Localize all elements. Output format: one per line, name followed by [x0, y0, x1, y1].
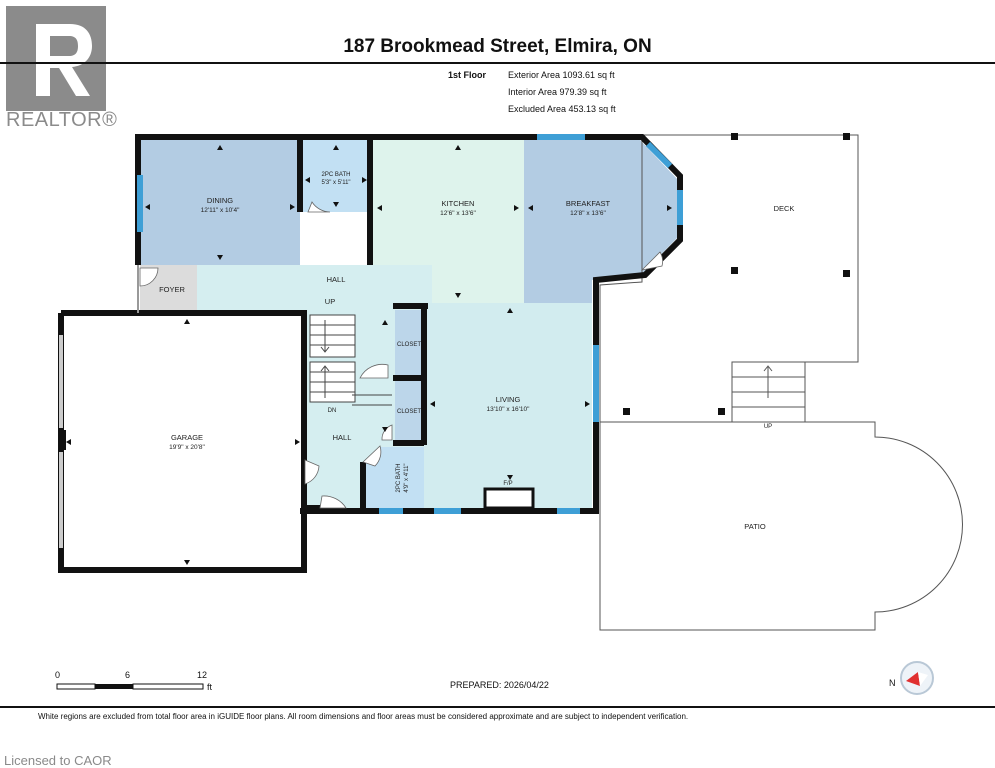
header-rule	[0, 62, 995, 64]
scale-labels: 0 6 12 ft	[55, 670, 220, 692]
doors	[139, 201, 663, 509]
kitchen-label: KITCHEN	[442, 199, 475, 208]
prepared-date: PREPARED: 2026/04/22	[450, 680, 549, 690]
dining-fill	[140, 140, 300, 265]
realtor-r-icon	[6, 6, 106, 111]
breakfast-dims: 12'8" x 13'6"	[570, 210, 606, 217]
footer-rule	[0, 706, 995, 708]
scale-label-0: 0	[55, 670, 61, 680]
living-dims: 13'10" x 16'10"	[487, 406, 531, 413]
compass-letter: N	[889, 678, 896, 688]
fireplace	[483, 487, 535, 510]
living-fill	[424, 303, 592, 508]
dining-dims: 12'11" x 10'4"	[201, 207, 240, 214]
bath1-dims: 5'3" x 5'11"	[321, 180, 350, 186]
closet2-label: CLOSET	[397, 409, 421, 415]
garage-label: GARAGE	[171, 433, 203, 442]
closet1-label: CLOSET	[397, 342, 421, 348]
hall-upper-fill	[140, 265, 432, 313]
up-upper-label: UP	[325, 297, 335, 306]
deck-posts	[623, 133, 850, 415]
dn-label: DN	[328, 408, 337, 414]
closet1-fill	[395, 310, 423, 376]
interior-stairs	[309, 314, 392, 406]
exterior-area: Exterior Area 1093.61 sq ft	[508, 70, 615, 80]
hall-upper-label: HALL	[327, 275, 346, 284]
garage-dims: 19'9" x 20'8"	[169, 444, 205, 451]
deck-stairs	[731, 361, 806, 423]
closet2-fill	[395, 380, 423, 440]
license-text: Licensed to CAOR	[4, 753, 112, 768]
deck-label: DECK	[774, 204, 795, 213]
fireplace-label: F/P	[503, 481, 512, 487]
kitchen-dims: 12'6" x 13'6"	[440, 210, 476, 217]
dining-label: DINING	[207, 196, 233, 205]
patio-outline	[599, 421, 963, 631]
scale-label-12: 12	[197, 670, 208, 680]
compass-icon: N	[889, 661, 934, 695]
scale-label-6: 6	[125, 670, 131, 680]
deck-up-label: UP	[764, 424, 772, 430]
realtor-logo	[6, 6, 106, 111]
breakfast-label: BREAKFAST	[566, 199, 611, 208]
dimension-arrows	[66, 145, 672, 565]
realtor-wordmark: REALTOR®	[6, 109, 118, 131]
scale-bar	[56, 683, 204, 690]
bath2-dims: 4'9" x 4'11"	[404, 463, 410, 492]
excluded-area: Excluded Area 453.13 sq ft	[508, 104, 616, 114]
bath2-label: 2PC BATH	[396, 464, 402, 493]
windows	[58, 134, 683, 548]
bath2-label-group: 2PC BATH 4'9" x 4'11"	[396, 463, 410, 492]
floor-label: 1st Floor	[448, 70, 487, 80]
scale-unit: ft	[207, 682, 213, 692]
living-label: LIVING	[496, 395, 521, 404]
bath1-label: 2PC BATH	[322, 172, 351, 178]
disclaimer-text: White regions are excluded from total fl…	[38, 712, 689, 721]
property-address-title: 187 Brookmead Street, Elmira, ON	[343, 36, 652, 57]
breakfast-fill	[524, 140, 680, 303]
patio-label: PATIO	[744, 522, 766, 531]
interior-area: Interior Area 979.39 sq ft	[508, 87, 607, 97]
hall-lower-label: HALL	[333, 433, 352, 442]
bath1-fill	[302, 140, 370, 212]
foyer-label: FOYER	[159, 285, 185, 294]
